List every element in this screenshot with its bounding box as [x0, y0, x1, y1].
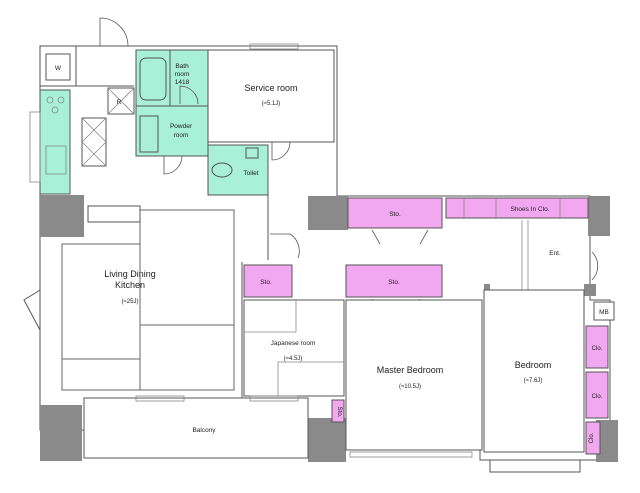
japanese-room [243, 299, 345, 397]
bath-room-wet [169, 49, 209, 107]
door-swing [99, 17, 129, 47]
master-bedroom-area: (≈10.5J) [399, 384, 421, 390]
vanity [139, 115, 159, 153]
storage-japanese-label: Sto. [260, 279, 272, 286]
ldk-area: (≈25J) [122, 299, 139, 305]
closet-1-label: Clo. [592, 346, 603, 352]
closet-3 [585, 421, 601, 455]
closet-2-label: Clo. [592, 394, 603, 400]
kitchen-window [29, 111, 41, 183]
fridge-label: R [117, 99, 122, 106]
wall-block [588, 196, 610, 236]
door-swing [419, 229, 429, 245]
service-room-label: Service room [244, 83, 297, 93]
wall-block [40, 405, 82, 461]
door-swing [371, 229, 381, 245]
closet-2 [585, 371, 609, 419]
toilet-room [207, 144, 269, 196]
storage-vertical [331, 399, 345, 423]
ldk-panel [139, 209, 235, 326]
balcony [83, 397, 309, 459]
wall-block [308, 196, 348, 230]
wall-block [40, 195, 84, 237]
shoes-closet [445, 197, 589, 219]
toilet-label: Toilet [243, 170, 258, 177]
kitchen-unit-x [81, 141, 107, 167]
bath-label-1: Bath [175, 63, 189, 70]
bath-label-2: room [175, 71, 190, 78]
stove-burner [57, 96, 65, 104]
wall-block [584, 284, 596, 296]
japanese-room-area: (≈4.5J) [284, 356, 303, 362]
storage-top [347, 197, 443, 229]
storage-top-label: Sto. [389, 211, 401, 218]
door-swing [270, 233, 300, 259]
window [249, 43, 299, 50]
closet-1 [585, 325, 609, 369]
balcony-window [249, 395, 299, 402]
ldk-panel [61, 243, 141, 360]
window [349, 451, 473, 458]
bedroom [483, 289, 585, 453]
wall-block [596, 420, 618, 462]
storage-master [345, 264, 443, 298]
kitchen-sink [45, 145, 67, 175]
shoes-closet-label: Shoes In Clo. [510, 206, 549, 213]
storage-vertical-label: Sto. [336, 407, 342, 418]
stove-burner [46, 96, 54, 104]
powder-room [135, 105, 209, 157]
bedroom-area: (≈7.6J) [524, 378, 543, 384]
door-swing [179, 85, 199, 105]
washer-label: W [55, 65, 62, 72]
door-swing [271, 141, 291, 161]
ldk-panel [139, 324, 235, 391]
toilet-sink [245, 147, 259, 159]
kitchen-counter [39, 89, 71, 195]
bay-window [23, 289, 41, 331]
bathtub [139, 57, 167, 101]
ldk-label-2: Kitchen [115, 280, 145, 290]
door-swing [163, 155, 183, 175]
washer [45, 53, 71, 81]
ldk-label-1: Living Dining [104, 269, 156, 279]
master-bedroom [345, 299, 483, 451]
fridge [107, 87, 135, 115]
bedroom-label: Bedroom [515, 360, 552, 370]
storage-japanese [243, 264, 293, 298]
mb-label: MB [599, 309, 609, 316]
ldk-panel [61, 358, 141, 391]
japanese-room-label: Japanese room [271, 340, 316, 347]
balcony-window [135, 395, 185, 402]
toilet-bowl [211, 162, 233, 178]
kitchen-unit-x [81, 117, 107, 143]
bath-label-3: 1418 [175, 79, 190, 86]
wall-block [484, 284, 490, 292]
service-room [207, 49, 335, 143]
master-bedroom-label: Master Bedroom [377, 365, 444, 375]
entrance-label: Ent. [549, 250, 561, 257]
closet-3-label: Clo. [589, 432, 595, 443]
wall-block [308, 418, 346, 462]
service-room-area: (≈5.1J) [262, 101, 281, 107]
powder-label-2: room [174, 132, 189, 139]
powder-label-1: Powder [170, 123, 193, 130]
entry-door-swing [591, 251, 599, 281]
bay-window-bottom [489, 460, 581, 473]
ldk-counter [87, 205, 141, 223]
fridge-x [107, 87, 135, 115]
balcony-label: Balcony [192, 427, 216, 434]
mb-box [593, 301, 615, 321]
storage-master-label: Sto. [388, 279, 400, 286]
stove-burner [51, 106, 59, 114]
